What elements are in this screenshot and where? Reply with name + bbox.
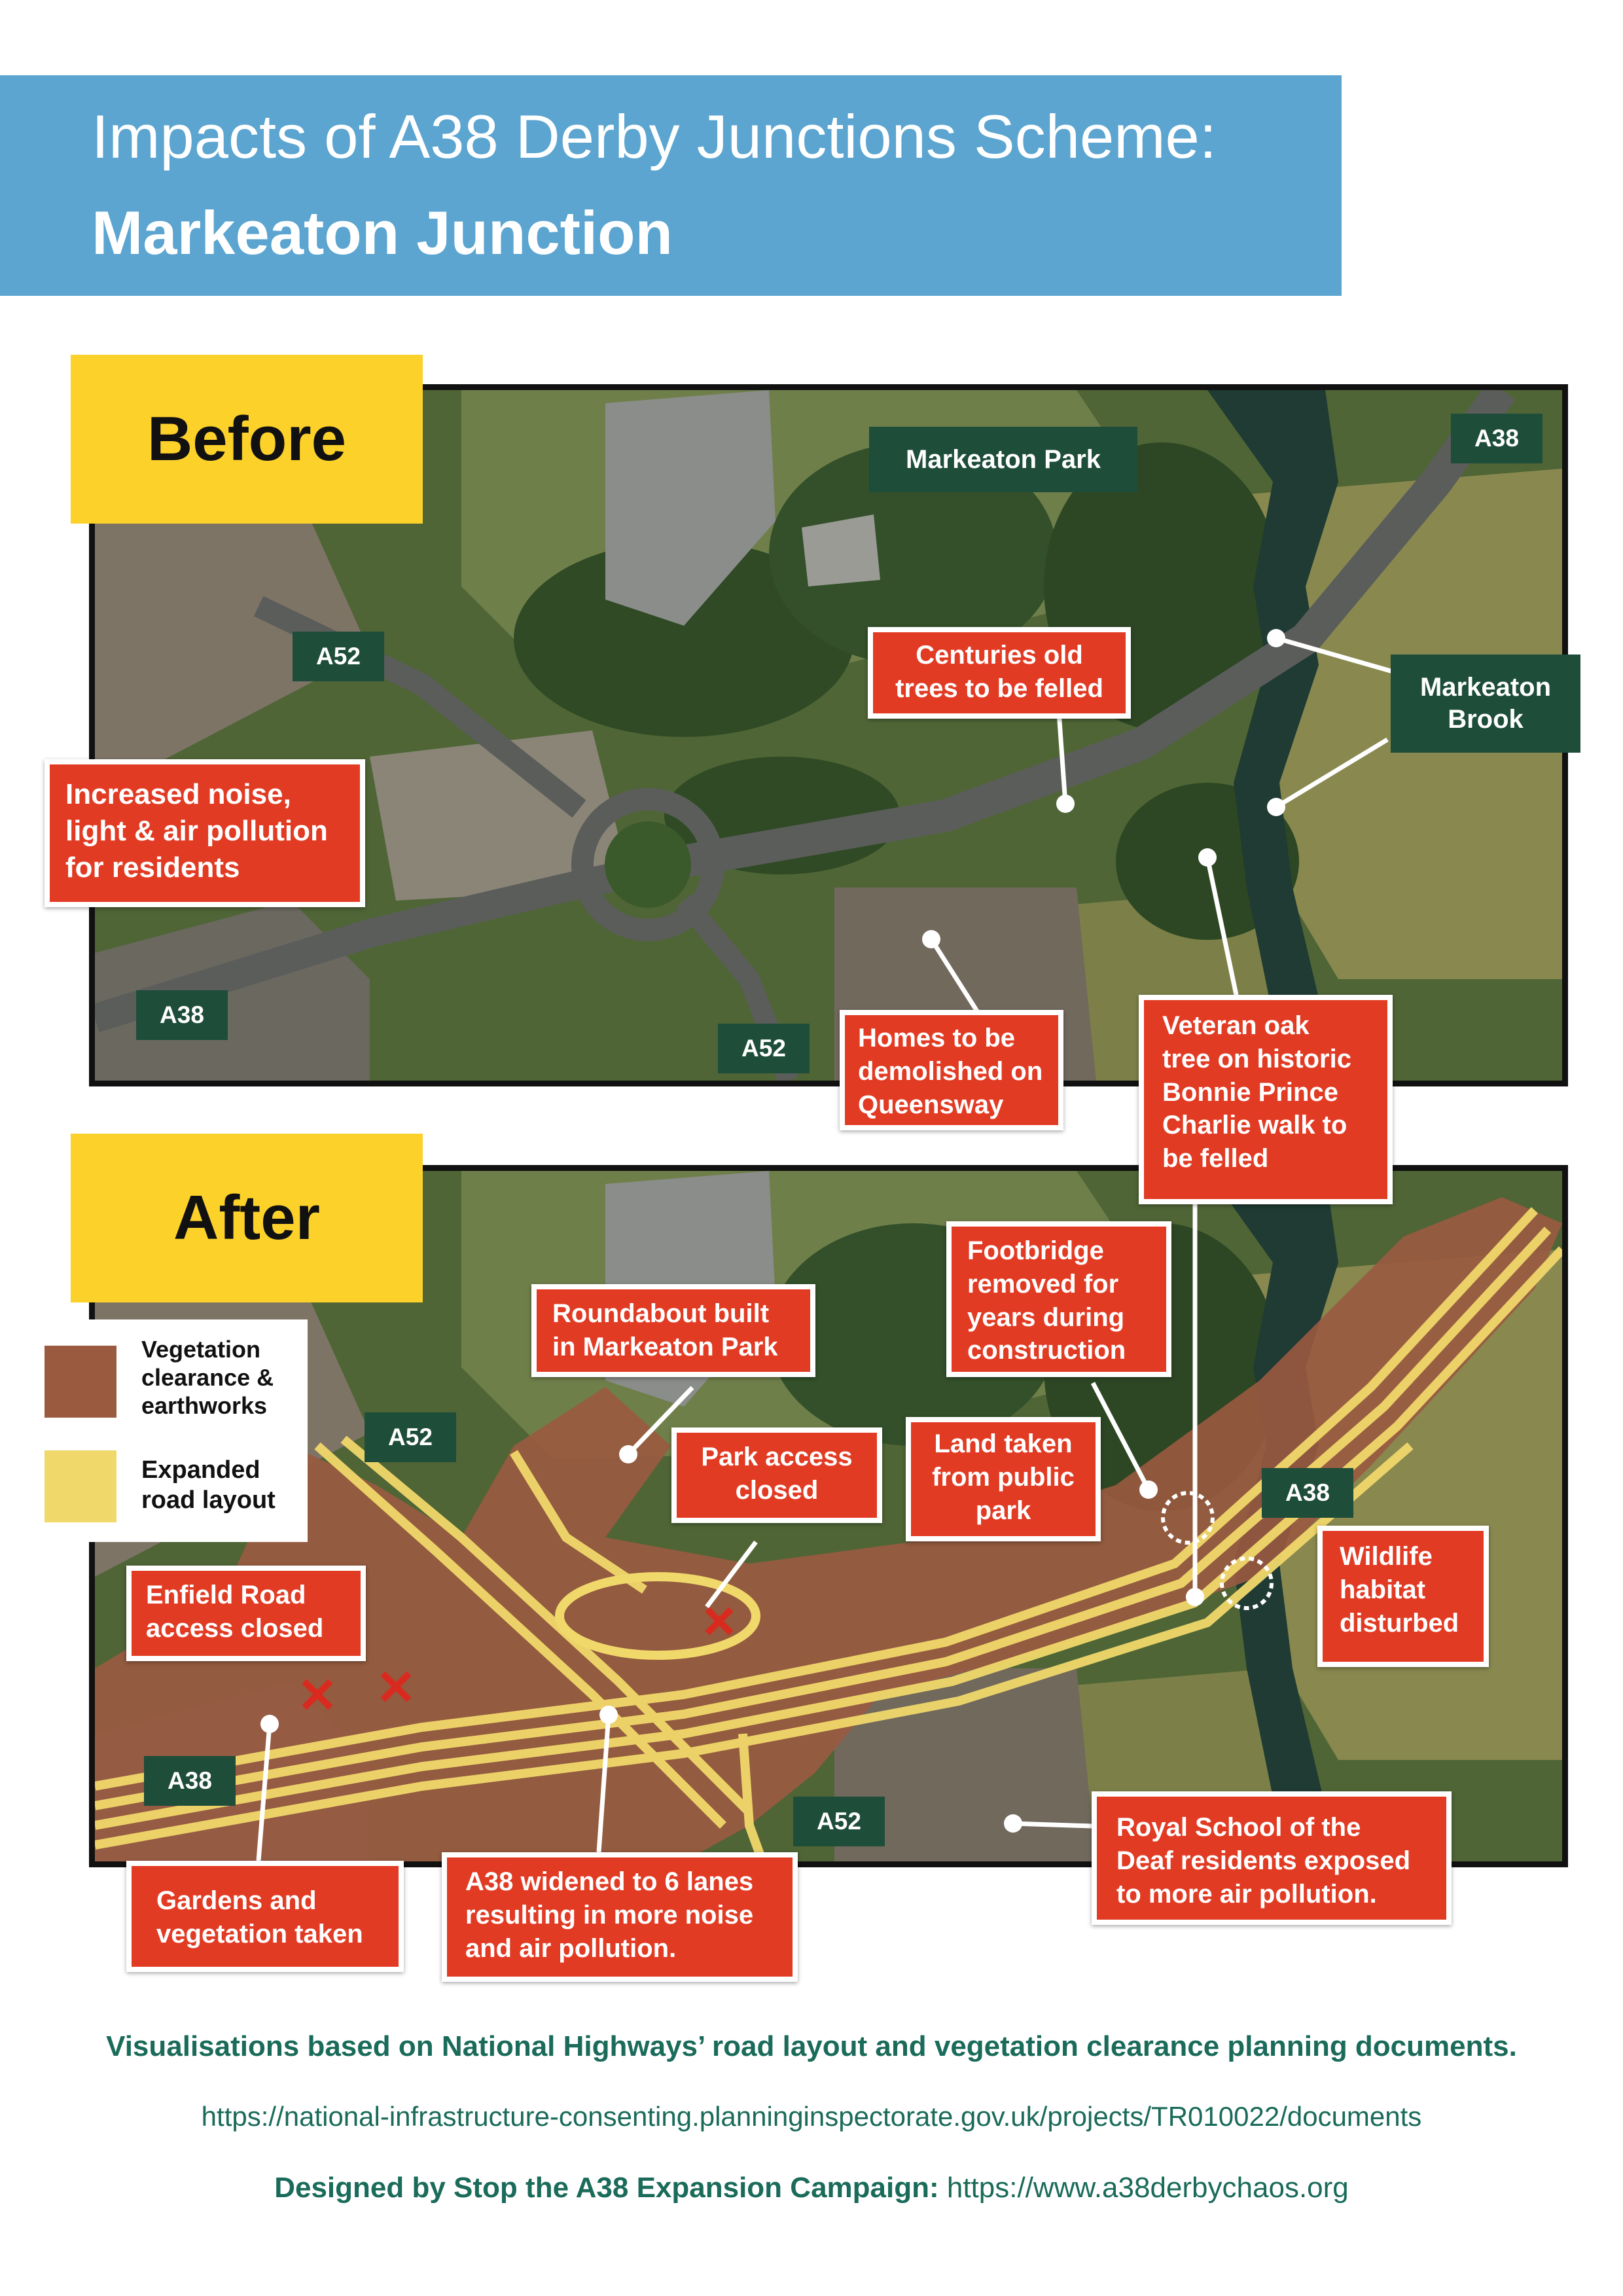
callout-line: in Markeaton Park [552, 1332, 778, 1361]
callout-line: construction [967, 1336, 1126, 1365]
callout-line: Park access [701, 1443, 853, 1471]
callout-line: Land taken [934, 1429, 1073, 1458]
callout-line: to more air pollution. [1116, 1879, 1377, 1909]
callout-roundabout-park: Roundabout built in Markeaton Park [531, 1284, 815, 1377]
callout-line: Enfield Road [146, 1581, 306, 1609]
callout-line: Royal School of the [1116, 1813, 1361, 1842]
legend-line: Expanded [141, 1456, 260, 1484]
callout-line: years during [967, 1302, 1125, 1332]
callout-line: Centuries old [916, 641, 1083, 670]
legend-text-road: Expanded road layout [141, 1456, 276, 1515]
callout-land-taken: Land taken from public park [906, 1417, 1101, 1541]
callout-increased-noise: Increased noise, light & air pollution f… [45, 759, 365, 907]
legend-swatch-road [45, 1450, 116, 1522]
legend-line: earthworks [141, 1392, 268, 1420]
callout-line: disturbed [1340, 1608, 1459, 1638]
road-label-a52-left: A52 [293, 632, 384, 681]
callout-royal-school-deaf: Royal School of the Deaf residents expos… [1092, 1791, 1452, 1925]
callout-line: resulting in more noise [465, 1900, 754, 1929]
callout-line: Charlie walk to [1162, 1111, 1347, 1140]
footer-source-link[interactable]: https://national-infrastructure-consenti… [201, 2101, 1422, 2132]
road-label-a38-left: A38 [144, 1756, 236, 1806]
callout-line: for residents [65, 851, 240, 884]
legend-swatch-clearance [45, 1346, 116, 1418]
callout-a38-widened: A38 widened to 6 lanes resulting in more… [442, 1852, 798, 1982]
callout-veteran-oak: Veteran oak tree on historic Bonnie Prin… [1139, 995, 1393, 1204]
title-banner [0, 75, 1342, 296]
callout-gardens-taken: Gardens and vegetation taken [126, 1861, 404, 1972]
callout-footbridge-removed: Footbridge removed for years during cons… [946, 1221, 1171, 1377]
callout-park-access-closed: Park access closed [671, 1427, 882, 1523]
callout-line: light & air pollution [65, 814, 328, 847]
legend-text-clearance: Vegetation clearance & earthworks [141, 1335, 274, 1420]
road-label-a38-right: A38 [1262, 1468, 1353, 1518]
legend-line: clearance & [141, 1364, 274, 1391]
credit-text: Designed by Stop the A38 Expansion Campa… [274, 2172, 939, 2204]
callout-line: Homes to be [858, 1024, 1016, 1052]
callout-line: tree on historic [1162, 1044, 1351, 1073]
footer-note: Visualisations based on National Highway… [106, 2030, 1517, 2062]
callout-line: Deaf residents exposed [1116, 1846, 1411, 1875]
place-label-markeaton-brook: Markeaton Brook [1391, 655, 1580, 753]
callout-line: closed [735, 1475, 819, 1505]
before-tag: Before [71, 355, 423, 524]
page-title: Impacts of A38 Derby Junctions Scheme: [92, 102, 1217, 171]
road-label-a52-upper: A52 [365, 1412, 456, 1462]
callout-line: access closed [146, 1613, 324, 1643]
callout-line: demolished on [858, 1056, 1043, 1086]
place-label-markeaton-park: Markeaton Park [869, 427, 1137, 492]
callout-line: Queensway [858, 1090, 1004, 1119]
callout-line: Gardens and [156, 1886, 317, 1915]
callout-line: Increased noise, [65, 778, 291, 810]
brook-line-2: Brook [1448, 705, 1524, 734]
callout-homes-demolished: Homes to be demolished on Queensway [840, 1010, 1063, 1130]
map-legend: Vegetation clearance & earthworks Expand… [33, 1319, 308, 1542]
road-label-a38-bottomleft: A38 [136, 990, 228, 1040]
callout-line: be felled [1162, 1144, 1269, 1174]
callout-line: vegetation taken [156, 1919, 363, 1948]
road-label-a38-topright: A38 [1451, 414, 1543, 463]
legend-line: road layout [141, 1486, 276, 1514]
brook-line-1: Markeaton [1419, 673, 1552, 702]
callout-line: habitat [1340, 1575, 1426, 1604]
callout-line: Bonnie Prince [1162, 1077, 1338, 1107]
callout-line: A38 widened to 6 lanes [465, 1867, 754, 1896]
legend-line: Vegetation [141, 1336, 261, 1363]
callout-line: removed for [967, 1269, 1119, 1299]
callout-line: park [975, 1496, 1031, 1525]
after-tag: After [71, 1134, 423, 1302]
campaign-link[interactable]: https://www.a38derbychaos.org [938, 2172, 1349, 2204]
page-subtitle: Markeaton Junction [92, 198, 673, 267]
callout-line: and air pollution. [465, 1933, 677, 1963]
callout-enfield-road-closed: Enfield Road access closed [126, 1566, 366, 1661]
callout-line: trees to be felled [895, 673, 1103, 703]
callout-line: Footbridge [967, 1236, 1104, 1265]
callout-line: from public [932, 1462, 1075, 1492]
road-label-a52-bottom: A52 [718, 1024, 810, 1073]
callout-line: Wildlife [1340, 1542, 1433, 1571]
callout-line: Roundabout built [552, 1299, 770, 1328]
road-label-a52-lower: A52 [793, 1797, 885, 1846]
footer-credit: Designed by Stop the A38 Expansion Campa… [0, 2172, 1623, 2204]
callout-wildlife-habitat: Wildlife habitat disturbed [1317, 1526, 1489, 1667]
callout-line: Veteran oak [1162, 1011, 1310, 1040]
callout-trees-felled: Centuries old trees to be felled [868, 627, 1131, 719]
